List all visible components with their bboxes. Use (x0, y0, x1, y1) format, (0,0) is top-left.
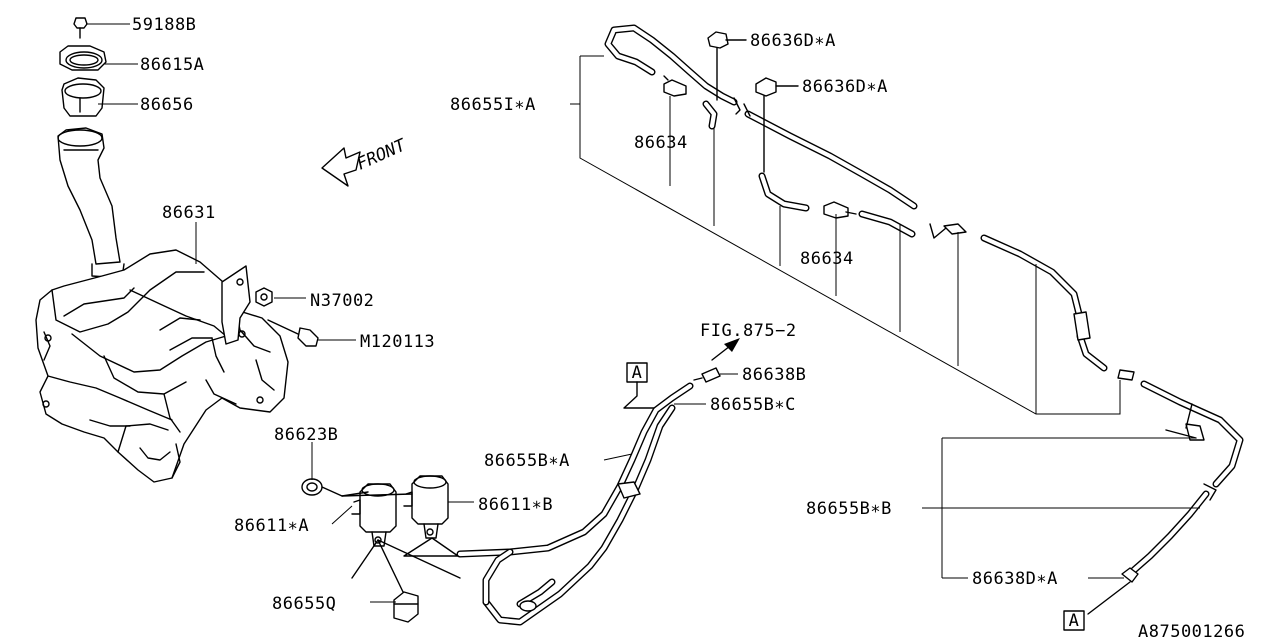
connector-86638d-a (1087, 567, 1139, 615)
tank-bracket (221, 265, 251, 345)
pump-86611b (403, 475, 449, 539)
label-86655b-b: 86655B∗B (806, 499, 892, 519)
ref-a-right-text: A (1069, 611, 1080, 631)
leader-box-86655i-a (570, 55, 1121, 415)
label-86634-1: 86634 (634, 133, 688, 153)
ref-a-lower-text: A (632, 363, 643, 383)
label-86655b-a: 86655B∗A (484, 451, 570, 471)
check-valve-86634-2 (823, 201, 857, 219)
label-86611b: 86611∗B (478, 495, 553, 515)
label-86611a: 86611∗A (234, 516, 309, 536)
callout-labels: 59188B 86615A 86656 86631 N37002 M120113… (132, 15, 1245, 640)
label-86638b: 86638B (742, 365, 806, 385)
drawing-id: A875001266 (1138, 622, 1245, 640)
connector-86655b-b (1165, 403, 1217, 501)
nozzle-86636d-a-2 (755, 77, 799, 173)
label-86631: 86631 (162, 203, 216, 223)
label-86655i-a: 86655I∗A (450, 95, 536, 115)
label-86636d-a-1: 86636D∗A (750, 31, 836, 51)
hose-86655b-a (456, 382, 694, 626)
label-fig-875-2: FIG.875−2 (700, 321, 797, 341)
connector-86638b (693, 367, 721, 383)
ref-box-a-right: A (1063, 610, 1085, 631)
label-86655q: 86655Q (272, 594, 336, 614)
label-m120113: M120113 (360, 332, 435, 352)
label-86634-2: 86634 (800, 249, 854, 269)
leader-lines (86, 23, 738, 603)
label-86656: 86656 (140, 95, 194, 115)
label-86615a: 86615A (140, 55, 204, 75)
front-label: FRONT (354, 135, 410, 175)
label-n37002: N37002 (310, 291, 374, 311)
check-valve-86634-1 (663, 75, 687, 97)
front-arrow: FRONT (321, 135, 410, 187)
grommet-86623b (301, 478, 323, 496)
bolt-m120113 (267, 319, 319, 347)
hose-86655i-a (604, 24, 1244, 574)
fig-arrow (711, 338, 740, 361)
leader-box-86655b-b (922, 437, 1200, 579)
ref-box-a-lower: A (623, 362, 655, 409)
nozzle-86636d-a-1 (707, 31, 747, 101)
label-86623b: 86623B (274, 425, 338, 445)
washer-tank (35, 249, 289, 483)
label-59188b: 59188B (132, 15, 196, 35)
filler-cap-assembly (57, 17, 125, 279)
label-86636d-a-2: 86636D∗A (802, 77, 888, 97)
grommet-86655q (377, 539, 419, 623)
nut-n37002 (255, 287, 273, 307)
pump-86611a (351, 483, 397, 547)
label-86655b-c: 86655B∗C (710, 395, 796, 415)
label-86638d-a: 86638D∗A (972, 569, 1058, 589)
